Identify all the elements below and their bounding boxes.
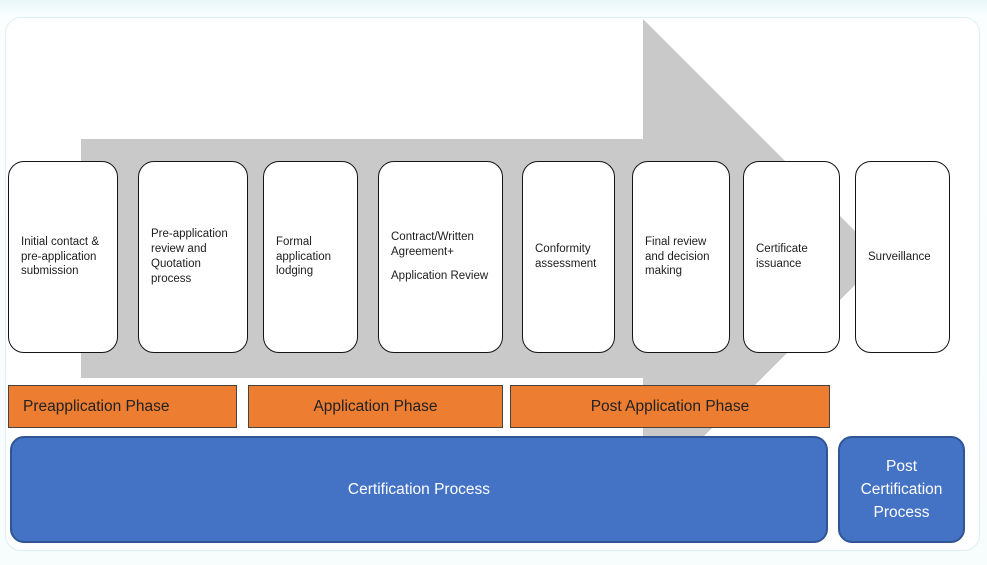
step-label: Pre-application review and Quotation pro… (151, 228, 228, 285)
step-box-pre-application-review: Pre-application review and Quotation pro… (138, 161, 248, 353)
step-label: Conformity assessment (535, 243, 597, 270)
step-label-line2: Application Review (391, 270, 489, 283)
step-label: Certificate issuance (756, 243, 808, 270)
step-box-final-review: Final review and decision making (632, 161, 730, 353)
step-box-formal-application-lodging: Formal application lodging (263, 161, 358, 353)
phase-label: Post Application Phase (590, 397, 750, 415)
step-label: Contract/Written Agreement+ (391, 230, 474, 258)
process-label: Certification Process (347, 480, 491, 498)
step-label: Formal application lodging (276, 235, 331, 278)
phase-bar-post-application: Post Application Phase (510, 385, 830, 428)
phase-label: Application Phase (313, 397, 438, 415)
certification-process-bar: Certification Process (10, 436, 828, 543)
step-box-certificate-issuance: Certificate issuance (743, 161, 840, 353)
phase-bar-application: Application Phase (248, 385, 503, 428)
process-label: Post Certification Process (860, 457, 943, 522)
phase-label: Preapplication Phase (23, 397, 170, 415)
step-box-initial-contact: Initial contact & pre-application submis… (8, 161, 118, 353)
phase-bar-preapplication: Preapplication Phase (8, 385, 237, 428)
step-label: Initial contact & pre-application submis… (21, 235, 99, 278)
step-box-surveillance: Surveillance (855, 161, 950, 353)
step-box-contract-agreement: Contract/Written Agreement+ Application … (378, 161, 503, 353)
step-box-conformity-assessment: Conformity assessment (522, 161, 615, 353)
step-label: Surveillance (868, 250, 931, 263)
step-label: Final review and decision making (645, 235, 710, 278)
post-certification-process-box: Post Certification Process (838, 436, 965, 543)
